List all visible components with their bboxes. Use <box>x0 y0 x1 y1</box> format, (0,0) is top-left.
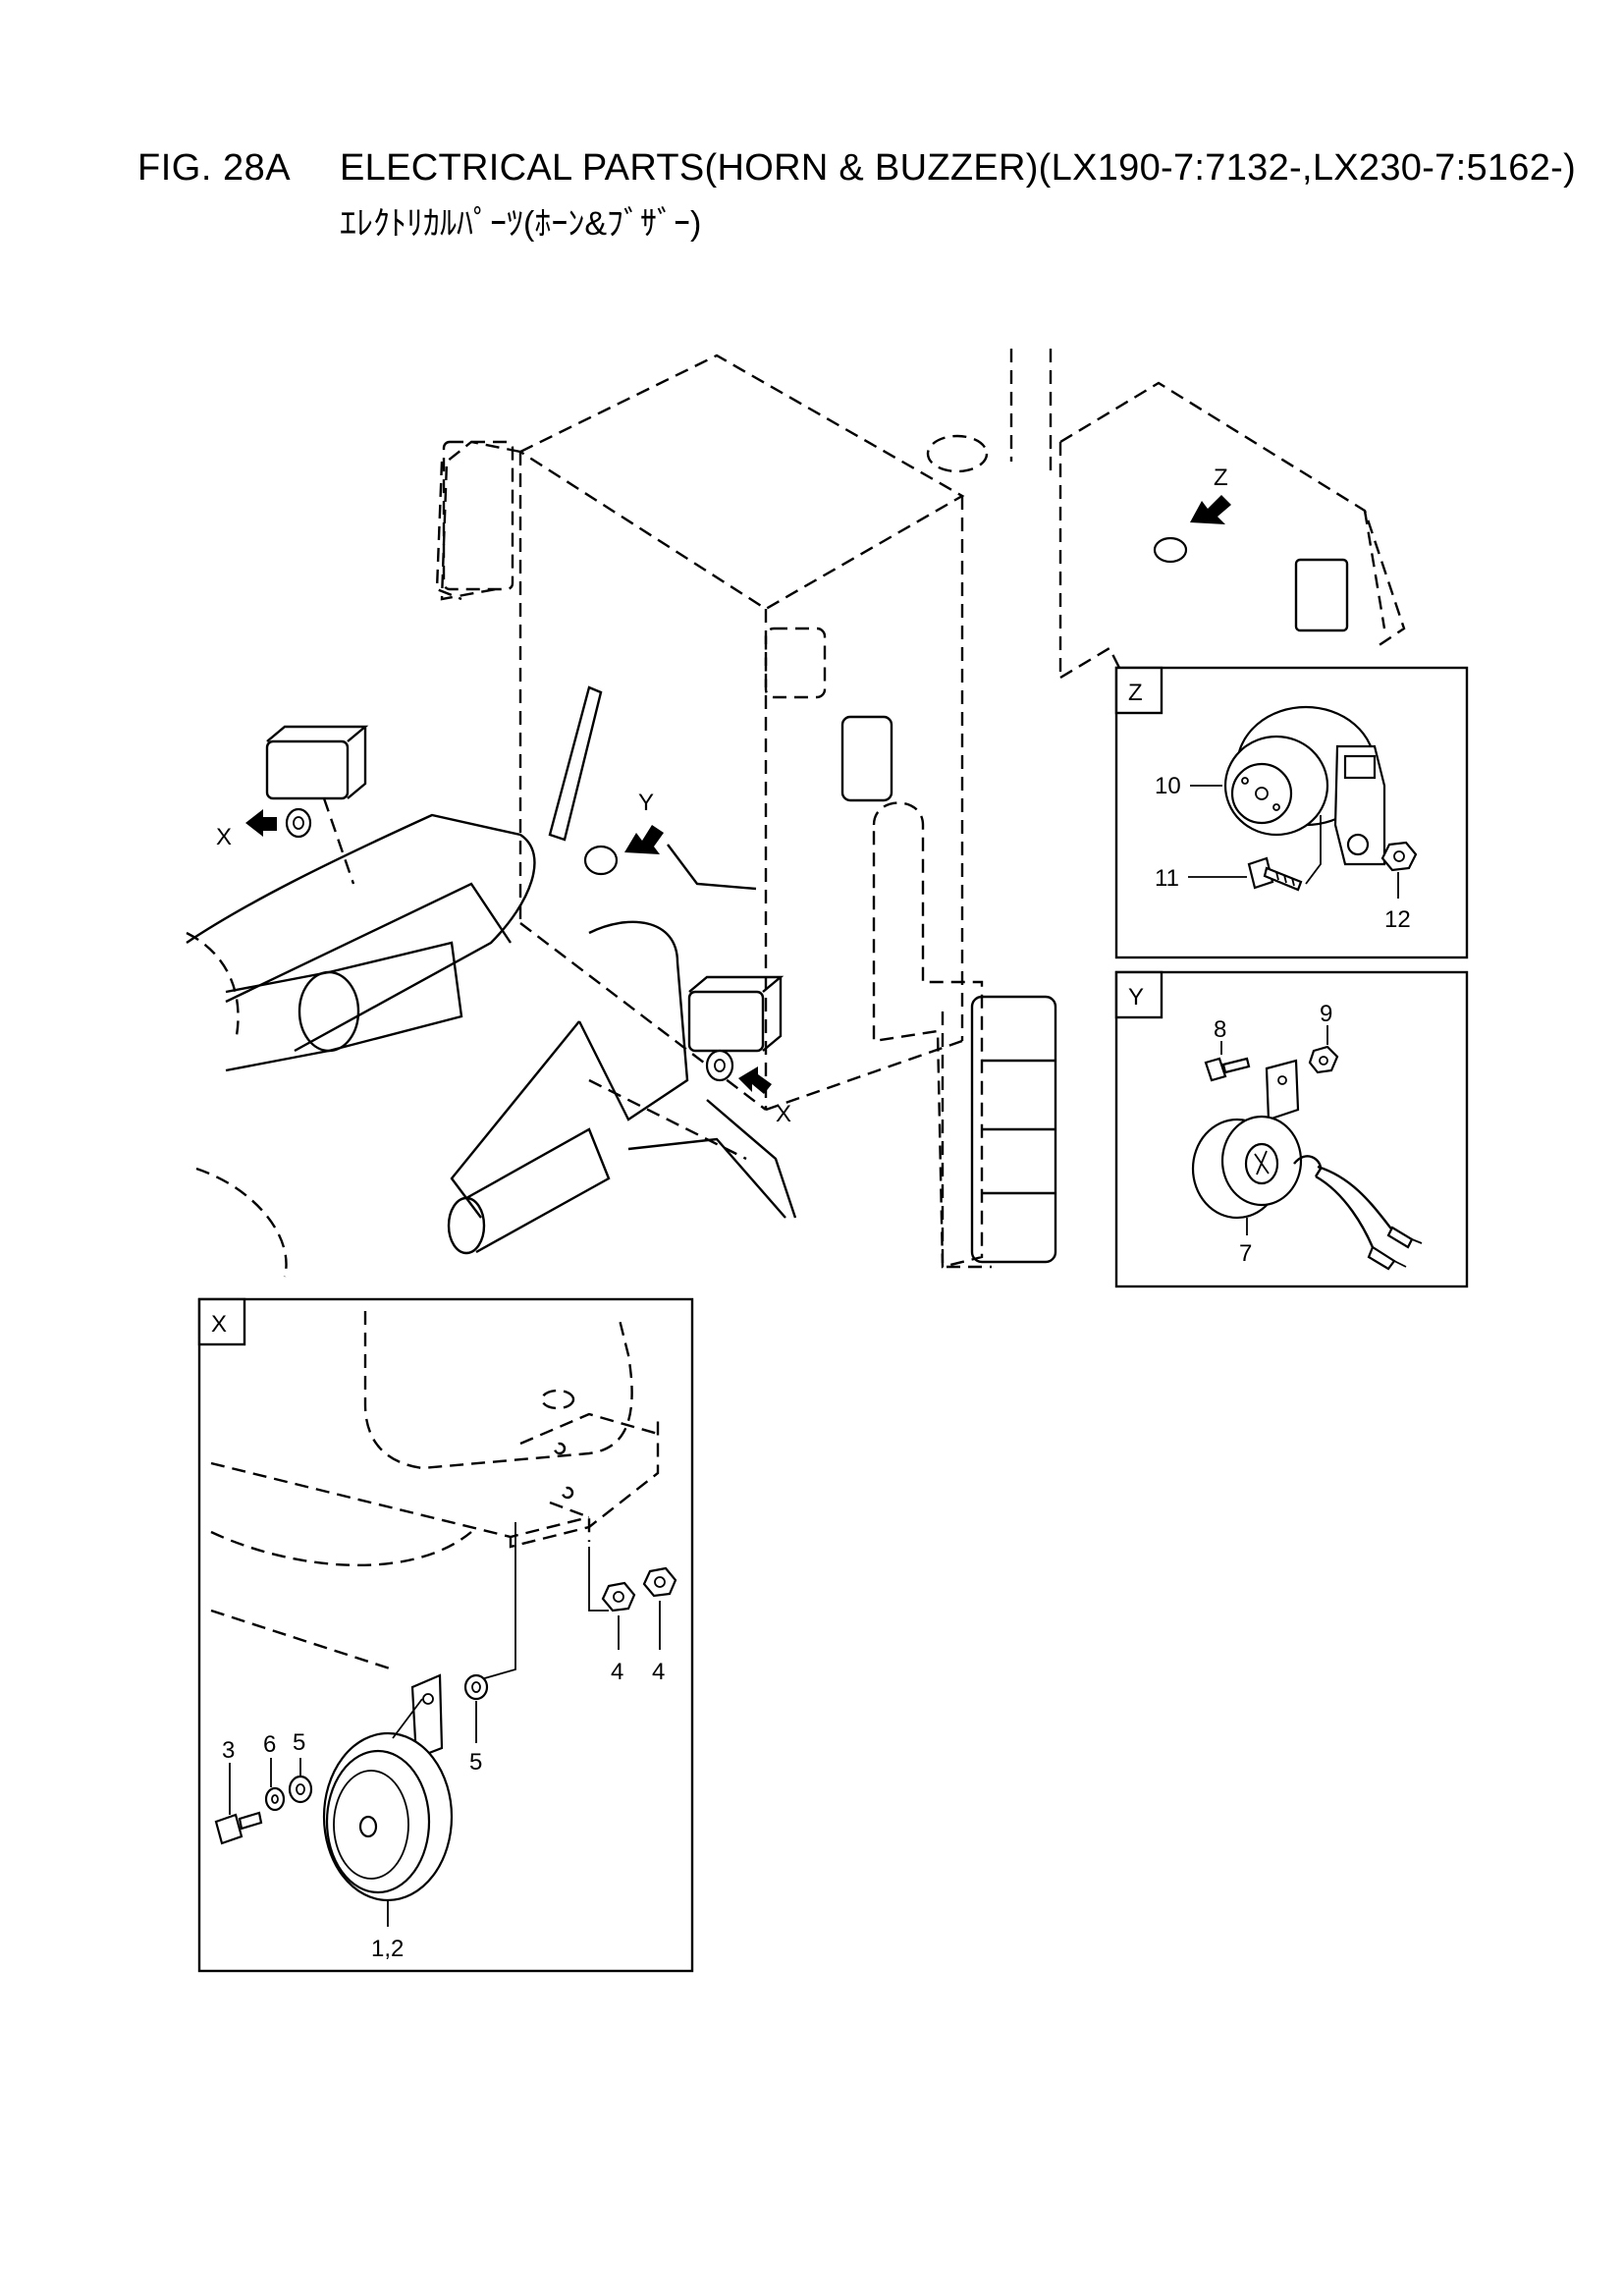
callout-7: 7 <box>1239 1240 1252 1267</box>
callout-4a: 4 <box>611 1659 623 1685</box>
arrow-y <box>624 825 664 854</box>
main-label-x-left: X <box>216 824 232 850</box>
figure-title-japanese: ｴﾚｸﾄﾘｶﾙﾊﾟｰﾂ(ﾎｰﾝ&ﾌﾞｻﾞｰ) <box>340 205 702 243</box>
view-x-label: X <box>211 1311 227 1338</box>
callout-5a: 5 <box>293 1729 305 1756</box>
arrow-x-right <box>738 1066 772 1094</box>
callout-11: 11 <box>1155 865 1179 892</box>
horn-location-left <box>265 725 369 885</box>
main-label-x-right: X <box>776 1101 791 1127</box>
view-x-panel: X <box>197 1297 694 1973</box>
figure-title: ELECTRICAL PARTS(HORN & BUZZER)(LX190-7:… <box>340 147 1577 189</box>
callout-3: 3 <box>222 1737 235 1764</box>
machine-outline <box>435 349 1406 1269</box>
callout-9: 9 <box>1320 1001 1332 1027</box>
figure-number: FIG. 28A <box>137 147 292 189</box>
view-y-panel: Y <box>1114 970 1469 1288</box>
callout-12: 12 <box>1384 906 1411 933</box>
view-z-label: Z <box>1128 680 1143 706</box>
callout-4b: 4 <box>652 1659 665 1685</box>
callout-8: 8 <box>1214 1016 1226 1043</box>
callout-1-2: 1,2 <box>371 1936 404 1962</box>
view-z-panel: Z <box>1114 666 1469 959</box>
callout-6: 6 <box>263 1731 276 1758</box>
boom-and-linkage <box>186 813 797 1278</box>
horn-location-right <box>687 975 784 1082</box>
callout-10: 10 <box>1155 773 1181 799</box>
arrow-z <box>1190 495 1231 524</box>
arrow-x-left <box>245 809 277 837</box>
buzzer-location <box>583 844 757 891</box>
main-label-y: Y <box>638 790 654 816</box>
view-y-label: Y <box>1128 984 1144 1011</box>
callout-5b: 5 <box>469 1749 482 1776</box>
rear-buzzer-location <box>1153 536 1188 564</box>
main-label-z: Z <box>1214 465 1228 491</box>
